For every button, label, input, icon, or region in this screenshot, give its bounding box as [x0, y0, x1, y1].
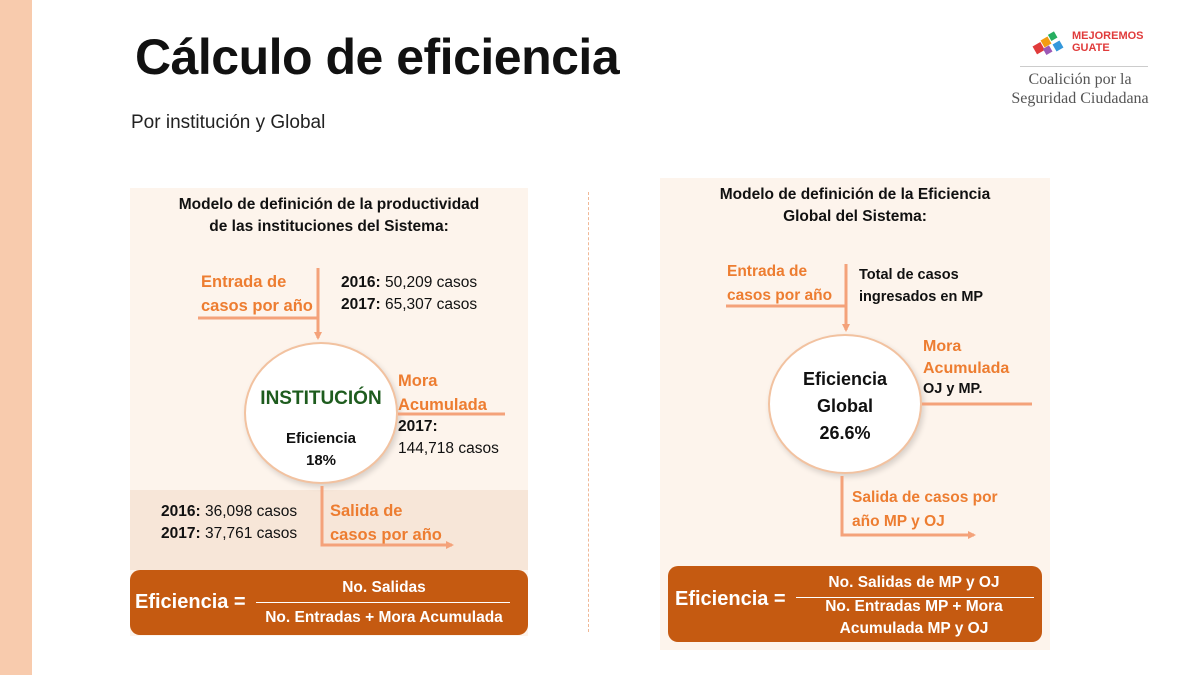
backlog-2017-year: 2017:	[398, 418, 438, 435]
global-efficiency-label-line2: Global	[816, 396, 873, 416]
institution-formula-numerator: No. Salidas	[342, 579, 426, 596]
global-backlog-line1: Mora	[923, 338, 962, 355]
global-backlog-label: Mora Acumulada	[923, 336, 1009, 380]
exit-2017-year: 2017:	[161, 525, 201, 542]
institution-backlog-line1: Mora	[398, 372, 438, 390]
global-exit-label-line1: Salida de casos por	[852, 489, 998, 506]
institution-backlog-label: Mora Acumulada	[398, 369, 487, 417]
institution-entry-label-line1: Entrada de	[201, 273, 287, 291]
institution-entry-values: 2016: 50,209 casos 2017: 65,307 casos	[341, 272, 477, 316]
institution-exit-label-line1: Salida de	[330, 502, 403, 520]
global-exit-label-line2: año MP y OJ	[852, 513, 945, 530]
global-efficiency: Eficiencia Global 26.6%	[768, 366, 922, 447]
center-divider	[588, 192, 589, 632]
global-formula-box: Eficiencia = No. Salidas de MP y OJ No. …	[668, 566, 1042, 642]
institution-circle	[244, 342, 398, 484]
institution-exit-label: Salida de casos por año	[330, 499, 442, 547]
global-formula-lhs: Eficiencia =	[675, 588, 786, 610]
global-panel-title: Modelo de definición de la Eficiencia Gl…	[670, 184, 1040, 228]
institution-formula-lhs: Eficiencia =	[135, 591, 246, 613]
slide-subtitle: Por institución y Global	[131, 112, 326, 133]
logo-org-line1: Coalición por la	[1028, 71, 1132, 88]
institution-title-line1: Modelo de definición de la productividad	[178, 196, 480, 213]
global-title-line1: Modelo de definición de la Eficiencia	[719, 186, 991, 203]
coalition-logo: MEJOREMOS GUATE Coalición por la Segurid…	[1000, 26, 1160, 116]
slide-title: Cálculo de eficiencia	[135, 29, 620, 85]
global-backlog-line2: Acumulada	[923, 360, 1010, 377]
logo-divider	[1020, 66, 1148, 67]
logo-brand-line1: MEJOREMOS	[1072, 30, 1144, 42]
global-formula-denominator-line1: No. Entradas MP + Mora	[825, 598, 1003, 615]
logo-brand-line2: GUATE	[1072, 42, 1110, 54]
global-title-line2: Global del Sistema:	[783, 208, 927, 225]
institution-exit-arrow	[320, 486, 454, 549]
exit-2016-year: 2016:	[161, 503, 201, 520]
global-formula-fraction-bar	[796, 597, 1034, 598]
entry-2016-value: 50,209 casos	[384, 274, 478, 291]
institution-backlog-values: 2017: 144,718 casos	[398, 416, 499, 460]
entry-2017-value: 65,307 casos	[384, 296, 478, 313]
global-entry-label-line2: casos por año	[727, 287, 833, 304]
global-entry-description: Total de casos ingresados en MP	[859, 264, 983, 308]
institution-title-line2: de las instituciones del Sistema:	[209, 218, 449, 235]
global-entry-label: Entrada de casos por año	[727, 260, 832, 308]
institution-formula-box: Eficiencia = No. Salidas No. Entradas + …	[130, 570, 528, 635]
global-circle	[768, 334, 922, 474]
institution-exit-values: 2016: 36,098 casos 2017: 37,761 casos	[161, 501, 297, 545]
logo-org-line2: Seguridad Ciudadana	[1011, 90, 1149, 107]
institution-output-band	[130, 490, 528, 570]
institution-backlog-line2: Acumulada	[398, 396, 487, 414]
side-decoration-bar	[0, 0, 32, 675]
global-entry-label-line1: Entrada de	[727, 263, 808, 280]
global-exit-arrow	[840, 476, 976, 539]
global-entry-desc-line2: ingresados en MP	[859, 289, 984, 305]
global-exit-label: Salida de casos por año MP y OJ	[852, 486, 998, 534]
logo-org-name: Coalición por la Seguridad Ciudadana	[1000, 70, 1160, 108]
institution-entry-label: Entrada de casos por año	[201, 270, 313, 318]
hands-logo-icon	[1032, 31, 1064, 55]
institution-efficiency: Eficiencia 18%	[244, 428, 398, 472]
logo-brand-text: MEJOREMOS GUATE	[1072, 30, 1144, 54]
entry-2017-year: 2017:	[341, 296, 381, 313]
global-formula-numerator: No. Salidas de MP y OJ	[828, 574, 1000, 591]
backlog-2017-value: 144,718 casos	[398, 440, 499, 457]
exit-2016-value: 36,098 casos	[204, 503, 298, 520]
institution-panel-title: Modelo de definición de la productividad…	[140, 194, 518, 238]
institution-circle-title: INSTITUCIÓN	[260, 388, 382, 409]
institution-formula-denominator: No. Entradas + Mora Acumulada	[265, 609, 503, 626]
global-entry-desc-line1: Total de casos	[859, 267, 959, 283]
institution-efficiency-label: Eficiencia	[285, 430, 357, 447]
global-backlog-description: OJ y MP.	[923, 381, 983, 397]
exit-2017-value: 37,761 casos	[204, 525, 298, 542]
entry-2016-year: 2016:	[341, 274, 381, 291]
institution-formula-fraction-bar	[256, 602, 510, 603]
institution-efficiency-value: 18%	[305, 452, 337, 469]
global-formula-denominator-line2: Acumulada MP y OJ	[839, 620, 989, 637]
global-formula-denominator: No. Entradas MP + Mora Acumulada MP y OJ	[792, 596, 1036, 640]
global-efficiency-label-line1: Eficiencia	[802, 369, 888, 389]
global-efficiency-value: 26.6%	[819, 423, 871, 443]
institution-entry-label-line2: casos por año	[201, 297, 313, 315]
institution-exit-label-line2: casos por año	[330, 526, 442, 544]
